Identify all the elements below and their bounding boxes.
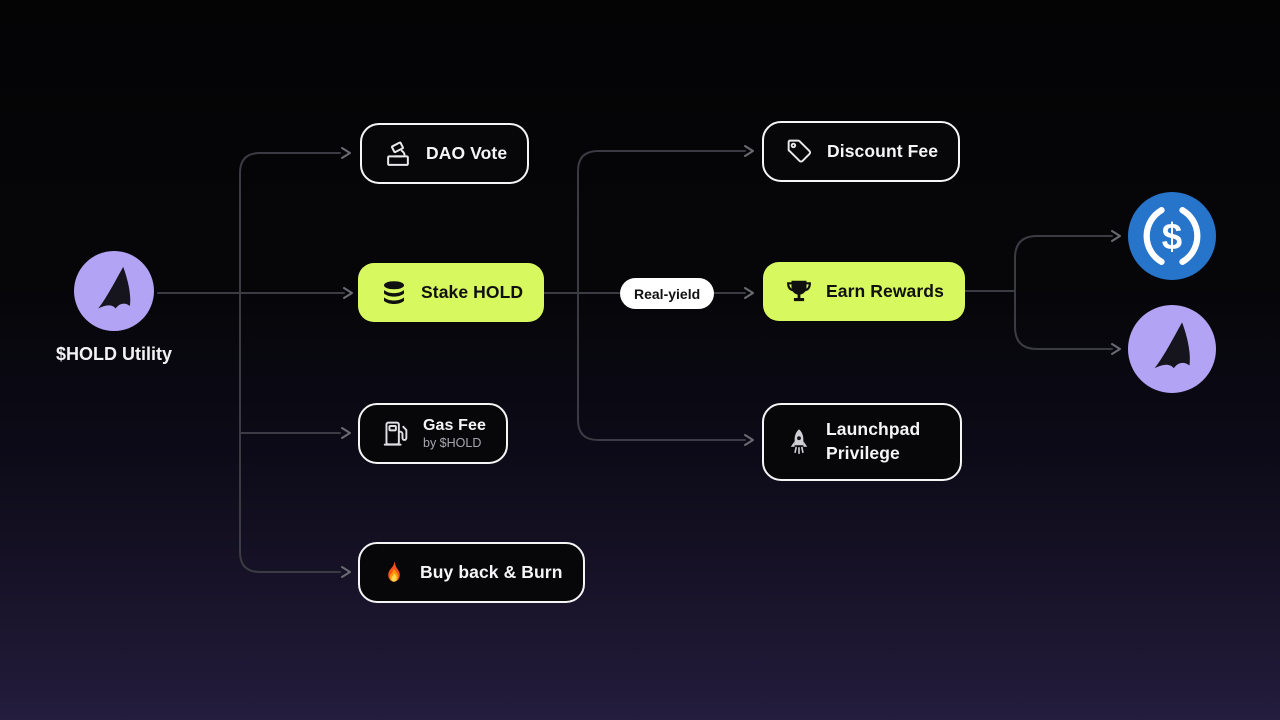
fuel-pump-icon [380,418,411,449]
edge-trunk-dao [239,152,341,294]
node-sublabel: by $HOLD [423,436,482,450]
hold-token-icon-right [1128,305,1216,398]
arrowhead-burn [341,566,351,578]
node-label: DAO Vote [426,143,508,163]
fire-icon [380,559,408,587]
rocket-icon [784,427,814,457]
node-label-group: Gas Fee by $HOLD [423,417,486,451]
trophy-icon [784,277,814,307]
hold-token-icon [74,251,154,336]
database-icon [379,278,409,308]
node-gas-fee: Gas Fee by $HOLD [358,403,508,464]
edge-trunk-discount [577,150,746,294]
node-label: Discount Fee [827,141,939,161]
node-stake-hold: Stake HOLD [358,263,545,322]
node-dao-vote: DAO Vote [360,123,530,184]
source-label: $HOLD Utility [55,344,172,364]
arrowhead-gas [341,427,351,439]
node-launchpad-privilege: Launchpad Privilege [762,403,962,481]
ballot-icon [382,138,414,170]
tag-icon [784,136,815,167]
node-label: Launchpad Privilege [826,419,921,463]
arrowhead-usdc [1111,230,1121,242]
edge-split-hold [1014,290,1113,350]
usdc-dollar-glyph: $ [1162,216,1182,257]
arrowhead-hold [1111,343,1121,355]
edge-trunk-burn [239,292,341,573]
edge-split-usdc [1014,235,1113,292]
node-earn-rewards: Earn Rewards [763,262,965,321]
node-label: Buy back & Burn [420,562,563,582]
node-label: Gas Fee [423,416,486,434]
node-label: Stake HOLD [421,282,524,302]
arrowhead-discount [744,145,754,157]
arrowhead-earn [744,287,754,299]
node-discount-fee: Discount Fee [762,121,961,182]
node-buy-back-burn: Buy back & Burn [358,542,585,603]
node-label: Earn Rewards [826,281,944,301]
arrowhead-dao [341,147,351,159]
edge-trunk-launchpad [577,292,746,441]
arrowhead-stake [343,287,353,299]
edge-label-real-yield: Real-yield [620,278,715,309]
usdc-token-icon: $ [1128,192,1216,285]
arrowhead-launchpad [744,434,754,446]
